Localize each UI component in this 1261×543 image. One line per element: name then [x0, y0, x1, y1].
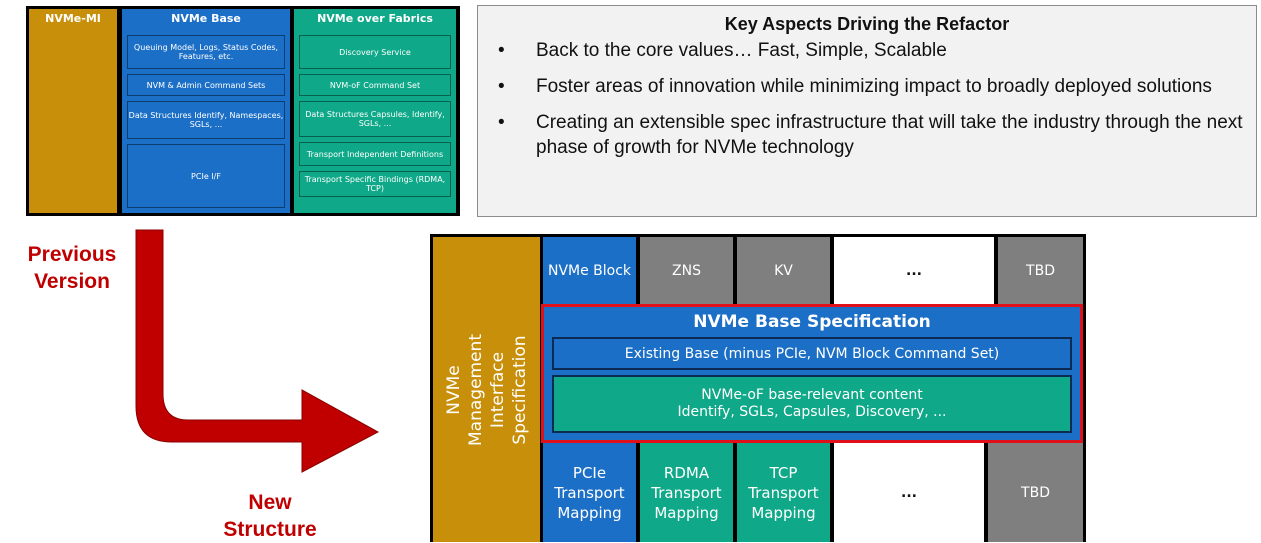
mi-spec-label-wrap: NVMe Management Interface Specification: [433, 237, 540, 542]
transport-more: ...: [834, 443, 984, 542]
bullet-icon: •: [498, 40, 505, 61]
command-set-more: ...: [834, 237, 994, 304]
prev-fabrics-item: Discovery Service: [299, 35, 451, 69]
key-aspects-list: • Back to the core values… Fast, Simple,…: [498, 38, 1246, 171]
prev-base-item: Data Structures Identify, Namespaces, SG…: [127, 101, 285, 139]
prev-nvme-mi-title: NVMe-MI: [45, 12, 101, 25]
base-specification-title: NVMe Base Specification: [693, 312, 931, 332]
new-label-line: New: [248, 491, 292, 514]
command-set-kv: KV: [737, 237, 830, 304]
bullet-icon: •: [498, 76, 505, 97]
prev-nvme-fabrics-column: NVMe over Fabrics: [294, 9, 456, 213]
command-set-tbd: TBD: [998, 237, 1083, 304]
bullet-icon: •: [498, 112, 505, 133]
mi-spec-label: NVMe Management Interface Specification: [443, 333, 530, 446]
prev-fabrics-item: NVM-oF Command Set: [299, 74, 451, 96]
nvmeof-content-line: NVMe-oF base-relevant content: [701, 387, 923, 403]
prev-nvme-base-title: NVMe Base: [171, 12, 241, 25]
prev-fabrics-item: Transport Independent Definitions: [299, 142, 451, 166]
prev-fabrics-item: Data Structures Capsules, Identify, SGLs…: [299, 101, 451, 137]
mi-spec-column: [433, 237, 540, 542]
previous-version-label: Previous Version: [14, 241, 130, 295]
command-set-nvme-block: NVMe Block: [543, 237, 636, 304]
transport-tbd: TBD: [988, 443, 1083, 542]
nvmeof-content-block: NVMe-oF base-relevant content Identify, …: [552, 375, 1072, 433]
new-label-line: Structure: [223, 518, 317, 541]
key-aspect-text: Foster areas of innovation while minimiz…: [536, 76, 1212, 97]
transport-rdma: RDMA Transport Mapping: [640, 443, 733, 542]
existing-base-block: Existing Base (minus PCIe, NVM Block Com…: [552, 337, 1072, 370]
prev-base-item: NVM & Admin Command Sets: [127, 74, 285, 96]
prev-nvme-mi-column: NVMe-MI: [29, 9, 117, 213]
prev-nvme-base-column: NVMe Base: [122, 9, 290, 213]
transport-pcie: PCIe Transport Mapping: [543, 443, 636, 542]
prev-base-item: Queuing Model, Logs, Status Codes, Featu…: [127, 35, 285, 69]
key-aspect-text: Back to the core values… Fast, Simple, S…: [536, 40, 947, 61]
prev-nvme-fabrics-title: NVMe over Fabrics: [317, 12, 433, 25]
key-aspect-item: • Creating an extensible spec infrastruc…: [498, 110, 1246, 160]
key-aspects-panel: Key Aspects Driving the Refactor • Back …: [477, 5, 1257, 217]
command-set-zns: ZNS: [640, 237, 733, 304]
key-aspect-item: • Foster areas of innovation while minim…: [498, 74, 1246, 99]
prev-base-item: PCIe I/F: [127, 144, 285, 208]
key-aspects-title: Key Aspects Driving the Refactor: [724, 14, 1010, 34]
prev-fabrics-item: Transport Specific Bindings (RDMA, TCP): [299, 171, 451, 197]
transport-tcp: TCP Transport Mapping: [737, 443, 830, 542]
key-aspect-text: Creating an extensible spec infrastructu…: [536, 112, 1243, 158]
previous-label-line: Previous: [27, 243, 117, 266]
transition-arrow-icon: [135, 229, 380, 473]
nvmeof-content-line: Identify, SGLs, Capsules, Discovery, ...: [677, 404, 947, 420]
new-structure-label: New Structure: [210, 489, 330, 543]
key-aspect-item: • Back to the core values… Fast, Simple,…: [498, 38, 1246, 63]
previous-label-line: Version: [34, 270, 110, 293]
